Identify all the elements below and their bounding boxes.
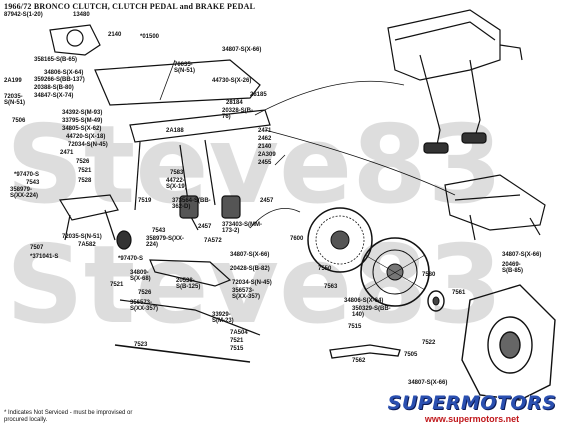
part-label: 33795-S(M-49) <box>62 118 103 124</box>
part-label: 13480 <box>73 12 90 18</box>
part-label: *01500 <box>140 34 160 40</box>
part-label: 33929-S(M-23) <box>212 312 234 324</box>
part-label: 7A582 <box>78 242 96 248</box>
part-label: 34806-S(X-64) <box>344 298 384 304</box>
part-label: 34807-S(X-66) <box>222 47 262 53</box>
part-label: 44722-S(X-19) <box>166 178 187 190</box>
part-label: 2457 <box>260 198 274 204</box>
part-label: 44720-S(X-18) <box>66 134 106 140</box>
pedal-assembly-illustration <box>387 9 523 154</box>
release-fork-illustration <box>329 344 401 359</box>
bellhousing-illustration <box>461 284 556 401</box>
part-label: 7583 <box>170 170 184 176</box>
part-label: 20388-S(B-80) <box>34 85 74 91</box>
part-label: 7562 <box>352 358 366 364</box>
part-label: 34847-S(X-74) <box>34 93 74 99</box>
part-label: 373564-S(BB-362-D) <box>172 198 211 210</box>
part-label: 7A572 <box>204 238 222 244</box>
part-label: 2455 <box>258 160 272 166</box>
pressure-plate-illustration <box>360 237 430 307</box>
part-label: 373403-S(MM-173-2) <box>222 222 263 234</box>
part-label: 7521 <box>78 168 92 174</box>
part-label: 358165-S(B-65) <box>34 57 78 63</box>
part-label: 7550 <box>318 266 332 272</box>
part-label: 7526 <box>76 159 90 165</box>
part-label: 20428-S(B-82) <box>230 266 270 272</box>
part-label: 2A199 <box>4 78 22 84</box>
clutch-disc-illustration <box>307 207 373 273</box>
supermotors-logo[interactable]: SUPERMOTORS www.supermotors.net <box>384 393 560 425</box>
part-label: 72035-S(N-51) <box>4 94 26 106</box>
part-label: 34809-S(X-68) <box>130 270 151 282</box>
part-label: 7507 <box>30 245 44 251</box>
part-label: 72035-S(N-51) <box>62 234 102 240</box>
release-bearing-illustration <box>427 290 445 312</box>
part-label: 7521 <box>110 282 124 288</box>
part-label: 356573-S(XX-357) <box>130 300 159 312</box>
part-label: 2462 <box>258 136 272 142</box>
part-label: 7561 <box>452 290 466 296</box>
part-label: 356573-S(XX-357) <box>232 288 261 300</box>
part-label: 7506 <box>12 118 26 124</box>
part-label: 72034-S(N-45) <box>68 142 108 148</box>
leader-lines <box>159 59 456 229</box>
part-label: 7522 <box>422 340 436 346</box>
part-label: 2A188 <box>166 128 184 134</box>
part-label: 34392-S(M-93) <box>62 110 103 116</box>
logo-wordmark: SUPERMOTORS <box>387 392 557 414</box>
part-label: 7528 <box>78 178 92 184</box>
part-label: 7515 <box>348 324 362 330</box>
part-label: 2A309 <box>258 152 276 158</box>
part-label: 28185 <box>250 92 267 98</box>
part-label: 2471 <box>60 150 74 156</box>
part-label: 7526 <box>138 290 152 296</box>
part-label: 358979-S(XX-224) <box>146 236 185 248</box>
part-label: 7515 <box>230 346 244 352</box>
part-label: 72034-S(N-45) <box>232 280 272 286</box>
part-label: 20328-S(B-76) <box>222 108 254 120</box>
watermark-line-1: Steve83 <box>6 103 503 228</box>
part-label: 34807-S(X-66) <box>408 380 448 386</box>
part-label: 7600 <box>290 236 304 242</box>
part-label: 7523 <box>134 342 148 348</box>
part-label: 34807-S(X-66) <box>230 252 270 258</box>
part-label: 7505 <box>404 352 418 358</box>
part-label: 87942-S(1-20) <box>4 12 43 18</box>
part-label: 7519 <box>138 198 152 204</box>
part-label: 44730-S(X-26) <box>212 78 252 84</box>
part-label: 7543 <box>26 180 40 186</box>
part-label: 70035-S(N-51) <box>174 62 196 74</box>
bracket-assembly-illustration <box>49 24 271 231</box>
part-label: 20538-S(B-125) <box>176 278 201 290</box>
part-label: 7563 <box>324 284 338 290</box>
part-label: 34806-S(X-64) <box>44 70 84 76</box>
part-label: 2140 <box>108 32 122 38</box>
clutch-linkage-illustration <box>58 194 261 363</box>
part-label: *371041-S <box>30 254 59 260</box>
part-label: *97470-S <box>14 172 40 178</box>
footnote: * Indicates Not Serviced - must be impro… <box>4 410 133 423</box>
part-label: *97470-S <box>118 256 144 262</box>
part-label: 34805-S(X-62) <box>62 126 102 132</box>
part-label: 28184 <box>226 100 243 106</box>
part-label: 7521 <box>230 338 244 344</box>
part-label: 7A504 <box>230 330 248 336</box>
part-label: 7543 <box>152 228 166 234</box>
part-label: 359266-S(BB-137) <box>34 77 85 83</box>
part-label: 358979-S(XX-224) <box>10 187 39 199</box>
part-label: 20469-S(B-85) <box>502 262 524 274</box>
part-label: 2471 <box>258 128 272 134</box>
part-label: 34807-S(X-66) <box>502 252 542 258</box>
part-label: 7580 <box>422 272 436 278</box>
logo-url[interactable]: www.supermotors.net <box>424 414 520 424</box>
part-label: 2140 <box>258 144 272 150</box>
diagram-title: 1966/72 BRONCO CLUTCH, CLUTCH PEDAL and … <box>4 2 256 11</box>
part-label: 2457 <box>198 224 212 230</box>
part-label: 350329-S(BB-140) <box>352 306 391 318</box>
equalizer-bracket-illustration <box>444 174 546 241</box>
